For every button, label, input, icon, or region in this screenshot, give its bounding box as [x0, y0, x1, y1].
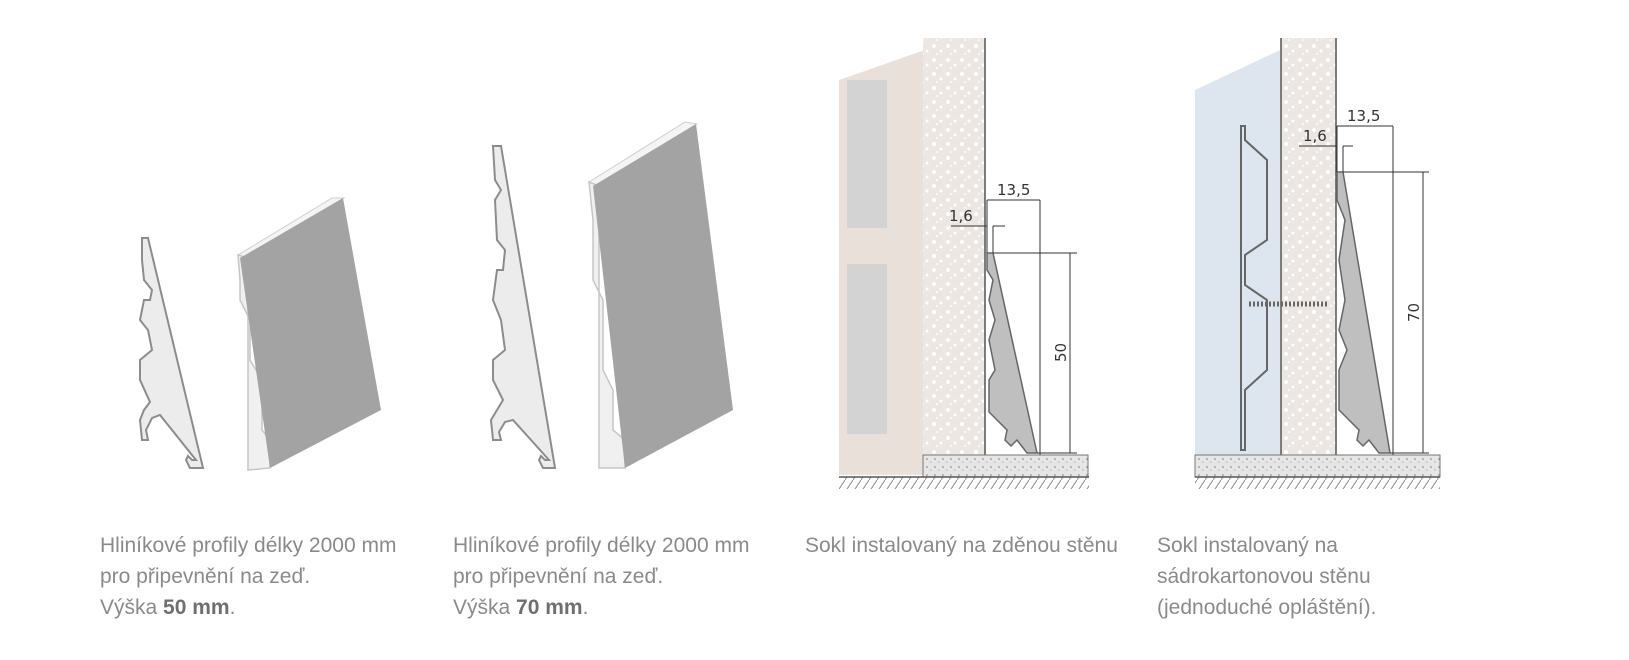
caption-profile-70: Hliníkové profily délky 2000 mm pro přip… — [453, 530, 813, 623]
profile-70-illustration — [489, 121, 733, 469]
caption-line-2: pro připevnění na zeď. — [453, 565, 664, 588]
floor — [1194, 454, 1441, 478]
drywall-diagram: 13,5 1,6 70 — [1194, 38, 1441, 489]
profile-50-face — [240, 198, 381, 468]
caption-line-3: (jednoduché opláštění). — [1157, 596, 1377, 619]
dim-depth: 13,5 — [997, 181, 1030, 199]
profile-50-cross-section — [138, 237, 205, 469]
metal-stud — [1240, 125, 1268, 451]
floor — [922, 454, 1089, 478]
panel-profile-70: Hliníkové profily délky 2000 mm pro přip… — [453, 0, 813, 660]
caption-height: Výška 70 mm. — [453, 596, 589, 619]
dim-height: 70 — [1405, 303, 1423, 322]
plaster-layer — [923, 38, 985, 458]
caption-drywall: Sokl instalovaný na sádrokartonovou stěn… — [1157, 530, 1517, 623]
caption-line-2: sádrokartonovou stěnu — [1157, 565, 1371, 588]
panel-drywall: 13,5 1,6 70 Sokl instalovaný na sádrokar… — [1157, 0, 1517, 660]
masonry-wall-diagram: 13,5 1,6 50 — [839, 38, 1089, 489]
panel-profile-50: Hliníkové profily délky 2000 mm pro přip… — [100, 0, 460, 660]
height-value: 50 mm — [163, 596, 230, 619]
profile-70-back-ribs — [588, 180, 626, 469]
dim-thickness: 1,6 — [1303, 127, 1327, 145]
height-value: 70 mm — [516, 596, 583, 619]
gypsum-board — [1281, 38, 1336, 456]
dim-depth: 13,5 — [1347, 107, 1380, 125]
floor-hatch — [839, 477, 1089, 489]
profile-70-cross-section — [489, 145, 557, 469]
drywall-cavity — [1195, 50, 1280, 455]
caption-line-1: Hliníkové profily délky 2000 mm — [100, 534, 397, 557]
floor-hatch — [1195, 477, 1440, 489]
skirting-section — [1336, 171, 1391, 454]
dim-height: 50 — [1052, 343, 1070, 362]
profile-70-face — [593, 124, 733, 468]
caption-masonry: Sokl instalovaný na zděnou stěnu — [805, 530, 1165, 561]
caption-line-1: Sokl instalovaný na — [1157, 534, 1338, 557]
panel-masonry-wall: 13,5 1,6 50 Sokl instalovaný na zděnou s… — [805, 0, 1165, 660]
profile-50-illustration — [138, 197, 381, 471]
skirting-section — [986, 252, 1038, 454]
caption-line-2: pro připevnění na zeď. — [100, 565, 311, 588]
brick-blocks — [847, 80, 887, 434]
dim-thickness: 1,6 — [949, 207, 973, 225]
caption-profile-50: Hliníkové profily délky 2000 mm pro přip… — [100, 530, 460, 623]
caption-height: Výška 50 mm. — [100, 596, 236, 619]
caption-line-1: Hliníkové profily délky 2000 mm — [453, 534, 750, 557]
caption-line-1: Sokl instalovaný na zděnou stěnu — [805, 534, 1118, 557]
